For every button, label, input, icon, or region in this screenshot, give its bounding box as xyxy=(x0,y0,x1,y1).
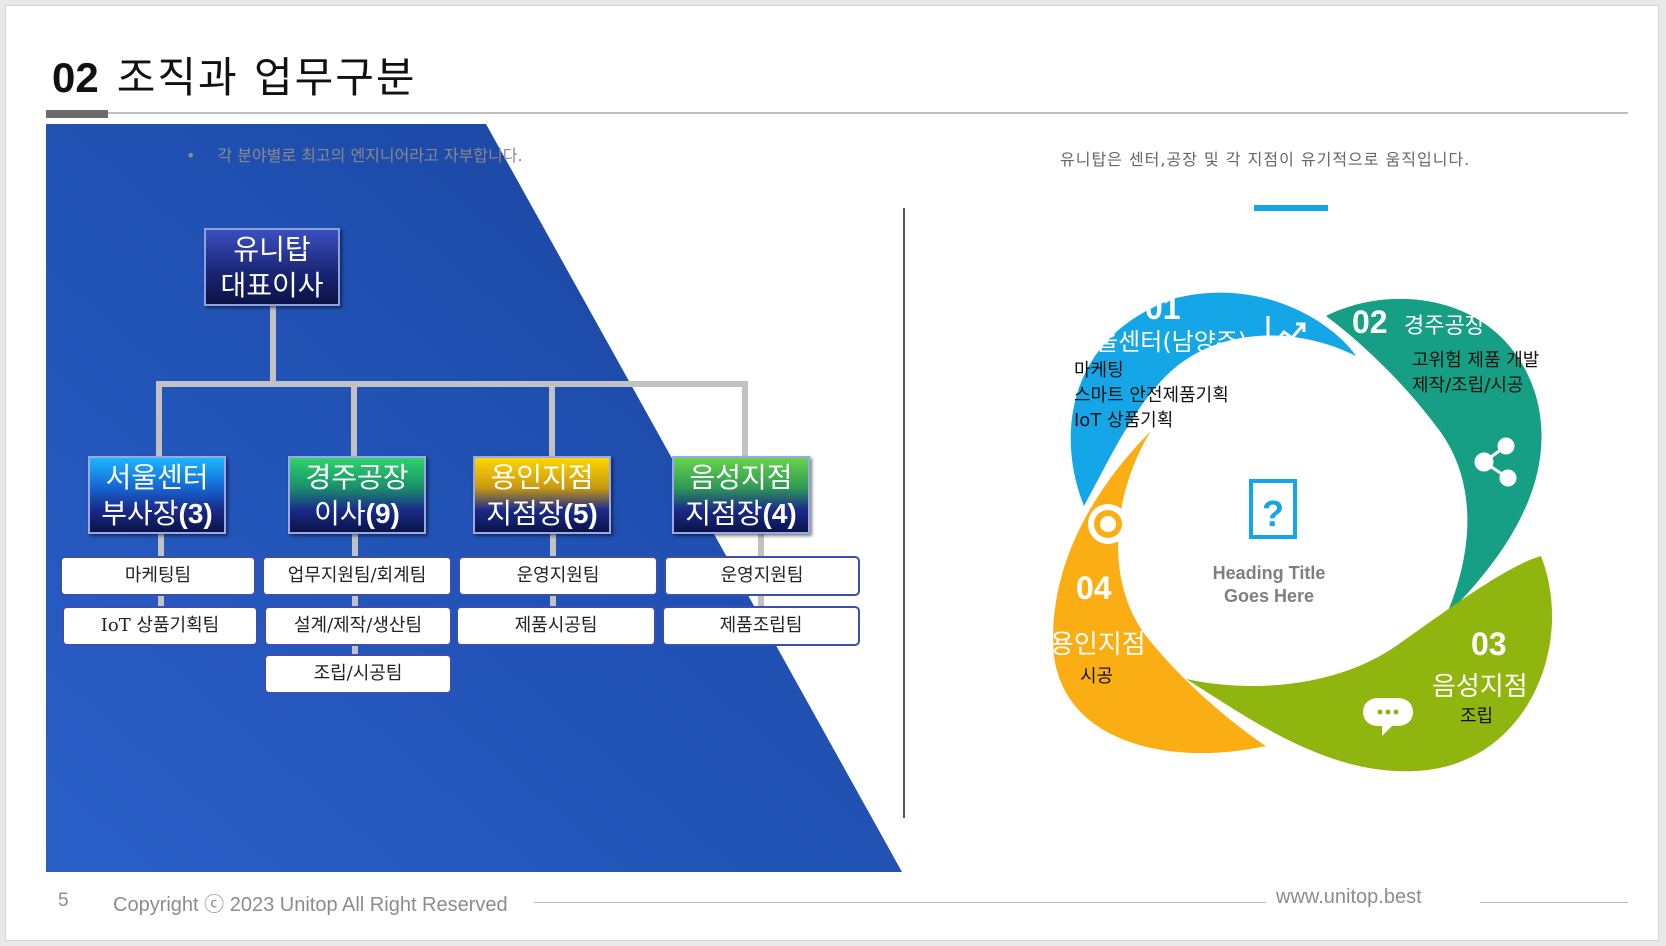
petal-02-number: 02 xyxy=(1352,304,1388,340)
title-number: 02 xyxy=(52,54,99,101)
petal-03-line: 조립 xyxy=(1460,706,1494,727)
dept-count: (9) xyxy=(365,498,400,529)
right-subtitle: 유니탑은 센터,공장 및 각 지점이 유기적으로 움직입니다. xyxy=(1060,150,1471,169)
dept-name: 서울센터 xyxy=(105,461,209,494)
connector-ceo-down xyxy=(270,306,276,384)
dept-count: (4) xyxy=(762,498,797,529)
org-node-gyeongju: 경주공장 이사(9) xyxy=(288,456,426,534)
org-node-ceo: 유니탑 대표이사 xyxy=(204,228,340,306)
petal-02-line: 고위험 제품 개발 xyxy=(1412,350,1540,371)
connector-team-2 xyxy=(352,534,358,660)
team-box: 마케팅팀 xyxy=(60,556,256,596)
footer-rule xyxy=(1480,902,1628,903)
dept-count: (5) xyxy=(563,498,598,529)
petal-04-title: 용인지점 xyxy=(1050,630,1146,660)
dept-role: 지점장(5) xyxy=(486,497,598,530)
connector-horizontal xyxy=(156,381,748,387)
title-rule-accent xyxy=(46,110,108,118)
team-box: 제품조립팀 xyxy=(662,606,860,646)
vertical-divider xyxy=(903,208,905,818)
question-icon: ? xyxy=(1249,479,1297,539)
petal-03 xyxy=(1186,556,1553,772)
page-title: 02 조직과 업무구분 xyxy=(52,44,417,105)
team-box: IoT 상품기획팀 xyxy=(62,606,258,646)
svg-text:?: ? xyxy=(1262,493,1284,534)
dept-role: 부사장(3) xyxy=(101,497,213,530)
team-box: 설계/제작/생산팀 xyxy=(264,606,452,646)
center-heading: Heading Title Goes Here xyxy=(1212,563,1326,606)
org-node-yongin: 용인지점 지점장(5) xyxy=(473,456,611,534)
website-link[interactable]: www.unitop.best xyxy=(1276,886,1422,908)
petal-02-title: 경주공장 xyxy=(1404,314,1485,339)
petal-04-line: 시공 xyxy=(1080,666,1114,687)
team-box: 운영지원팀 xyxy=(458,556,658,596)
petal-01 xyxy=(1070,292,1356,506)
org-node-seoul: 서울센터 부사장(3) xyxy=(88,456,226,534)
petal-04-number: 04 xyxy=(1076,570,1112,606)
cycle-diagram: ? xyxy=(1053,292,1553,772)
title-rule xyxy=(46,112,1628,114)
dept-count: (3) xyxy=(178,498,213,529)
ceo-line2: 대표이사 xyxy=(220,269,324,302)
copyright-text: Copyright ⓒ 2023 Unitop All Right Reserv… xyxy=(113,894,508,916)
gear-icon xyxy=(1088,504,1128,544)
dept-role: 지점장(4) xyxy=(685,497,797,530)
team-box: 제품시공팀 xyxy=(456,606,656,646)
petal-03-number: 03 xyxy=(1471,626,1507,662)
left-subtitle-text: 각 분야별로 최고의 엔지니어라고 자부합니다. xyxy=(217,146,523,165)
footer-rule xyxy=(534,902,1266,903)
title-text: 조직과 업무구분 xyxy=(116,53,417,102)
page-number: 5 xyxy=(58,890,69,911)
petal-01-number: 01 xyxy=(1145,290,1181,326)
dept-name: 경주공장 xyxy=(305,461,409,494)
bullet-icon: • xyxy=(186,146,196,165)
petal-01-line: 마케팅 xyxy=(1074,360,1124,381)
dept-role: 이사(9) xyxy=(314,497,400,530)
chat-icon xyxy=(1363,698,1413,736)
share-icon xyxy=(1474,437,1517,487)
team-box: 운영지원팀 xyxy=(664,556,860,596)
petal-01-title: 서울센터(남양주) xyxy=(1074,328,1248,356)
accent-bar xyxy=(1254,205,1328,211)
petal-01-line: IoT 상품기획 xyxy=(1074,410,1174,431)
petal-02 xyxy=(1326,298,1542,616)
dept-name: 음성지점 xyxy=(689,461,793,494)
ceo-line1: 유니탑 xyxy=(233,233,311,266)
connector-dept-3 xyxy=(549,381,555,457)
slide: 02 조직과 업무구분 • 각 분야별로 최고의 엔지니어라고 자부합니다. 유니탑… xyxy=(6,6,1658,940)
chart-up-icon xyxy=(1266,316,1308,354)
left-subtitle: • 각 분야별로 최고의 엔지니어라고 자부합니다. xyxy=(186,142,523,166)
connector-dept-4 xyxy=(742,381,748,457)
team-box: 업무지원팀/회계팀 xyxy=(262,556,452,596)
connector-dept-2 xyxy=(351,381,357,457)
connector-dept-1 xyxy=(156,381,162,457)
dept-name: 용인지점 xyxy=(490,461,594,494)
petal-01-line: 스마트 안전제품기획 xyxy=(1074,385,1229,406)
petal-03-title: 음성지점 xyxy=(1432,672,1528,702)
petal-02-line: 제작/조립/시공 xyxy=(1412,375,1524,396)
org-node-eumseong: 음성지점 지점장(4) xyxy=(672,456,810,534)
team-box: 조립/시공팀 xyxy=(264,654,452,694)
